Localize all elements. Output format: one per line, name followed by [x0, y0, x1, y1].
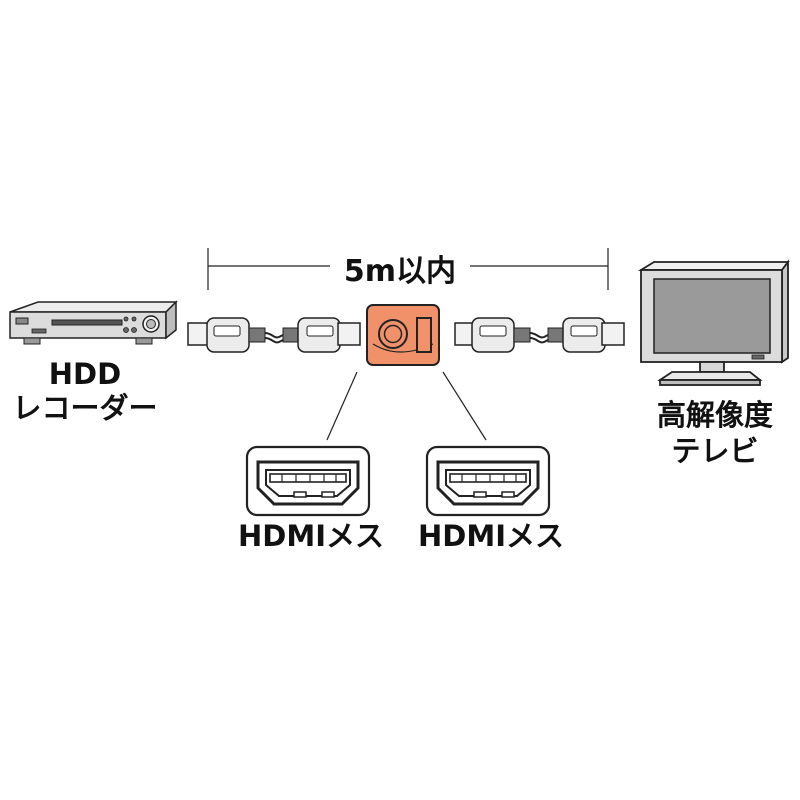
television-label-line2: テレビ [671, 434, 759, 468]
cable-right [454, 317, 625, 353]
length-dimension [207, 248, 609, 290]
hdmi-female-label-right: HDMIメス [418, 519, 564, 553]
hdmi-female-label-left: HDMIメス [238, 519, 384, 553]
leader-lines [326, 371, 487, 441]
hdd-recorder-icon [9, 300, 178, 345]
hdd-recorder-label: HDD レコーダー [0, 357, 170, 425]
hdmi-female-port-icon [245, 445, 371, 517]
hdd-recorder-label-line1: HDD [48, 357, 122, 391]
cable-left [187, 317, 361, 353]
hdmi-adapter-icon [366, 304, 440, 366]
length-label: 5m以内 [343, 254, 457, 289]
television-icon [637, 259, 790, 386]
television-label: 高解像度 テレビ [630, 397, 800, 469]
television-label-line1: 高解像度 [656, 398, 773, 432]
hdd-recorder-label-line2: レコーダー [12, 391, 158, 425]
hdmi-female-port-icon [425, 445, 551, 517]
